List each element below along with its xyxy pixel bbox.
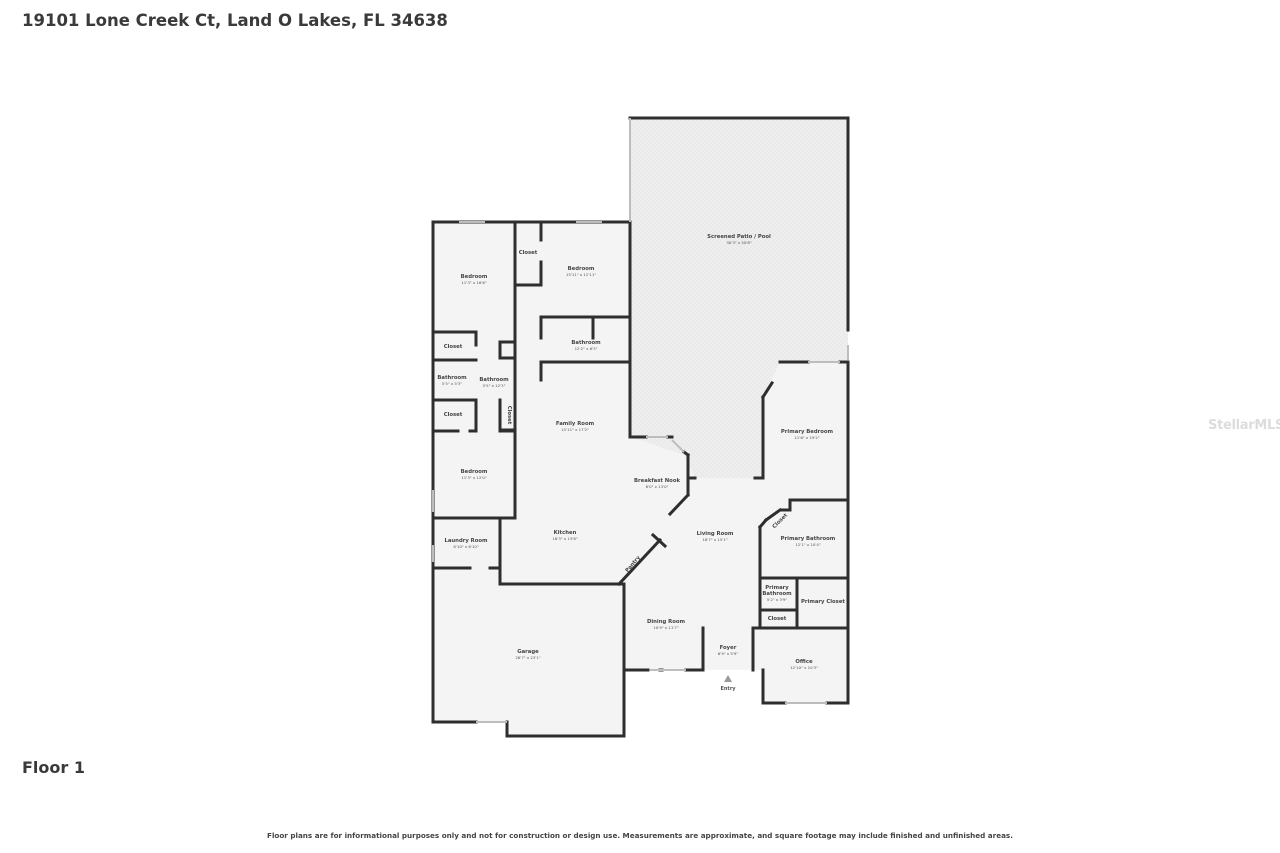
room-name: Garage — [517, 649, 539, 655]
room-dims: 10'9" x 11'7" — [653, 625, 679, 630]
wall — [763, 507, 783, 523]
room-closet-3: Closet — [444, 412, 463, 418]
window — [671, 439, 685, 453]
room-name: Bathroom — [762, 591, 792, 597]
room-name: Primary — [765, 585, 789, 591]
room-name: Office — [795, 659, 813, 665]
room-name: Bathroom — [571, 340, 601, 346]
room-dims: 11'3" x 12'0" — [461, 475, 487, 480]
room-dims: 16'3" x 13'6" — [552, 536, 578, 541]
floor-fill — [433, 118, 848, 736]
room-name: Kitchen — [554, 530, 577, 536]
wall — [616, 537, 663, 587]
room-name: Bathroom — [437, 375, 467, 381]
room-name: Primary Bathroom — [781, 536, 836, 542]
room-closet-4: Closet — [506, 406, 512, 425]
room-name: Foyer — [720, 645, 737, 651]
house-floor — [433, 222, 848, 736]
room-dims: 26'7" x 23'1" — [515, 655, 541, 660]
room-name: Closet — [444, 344, 463, 350]
room-dims: 8'10" x 6'10" — [453, 544, 479, 549]
room-dims: 12'1" x 10'4" — [795, 542, 821, 547]
room-name: Closet — [506, 406, 512, 425]
disclaimer: Floor plans are for informational purpos… — [267, 831, 1013, 840]
room-name: Living Room — [697, 531, 734, 537]
entry-arrow-icon — [724, 675, 732, 682]
windows — [432, 118, 849, 723]
room-dims: 30'3" x 50'8" — [726, 240, 752, 245]
room-dims: 15'11" x 12'11" — [566, 272, 597, 277]
floor-label: Floor 1 — [22, 758, 85, 777]
walls — [431, 116, 850, 738]
room-primary-closet: Primary Closet — [801, 599, 845, 605]
room-dims: 5'5" x 5'3" — [442, 381, 463, 386]
room-name: Closet — [519, 250, 538, 256]
room-dims: 5'2" x 3'9" — [767, 597, 788, 602]
room-name: Bedroom — [461, 274, 488, 280]
room-name: Family Room — [556, 421, 595, 427]
room-name: Bedroom — [461, 469, 488, 475]
property-address: 19101 Lone Creek Ct, Land O Lakes, FL 34… — [22, 11, 448, 30]
watermark-logo: StellarMLS — [1208, 418, 1280, 433]
wall — [760, 380, 775, 400]
room-dims: 12'2" x 6'3" — [575, 346, 598, 351]
room-dims: 11'6" x 19'2" — [794, 435, 820, 440]
room-name: Dining Room — [647, 619, 686, 625]
entry-label: Entry — [720, 686, 736, 692]
room-closet-1: Closet — [519, 250, 538, 256]
room-closet-6: Closet — [768, 616, 787, 622]
room-name: Closet — [444, 412, 463, 418]
room-dims: 18'7" x 15'1" — [702, 537, 728, 542]
room-name: Primary Bedroom — [781, 429, 834, 435]
wall — [667, 492, 691, 517]
room-dims: 12'10" x 10'3" — [790, 665, 818, 670]
room-dims: 15'11" x 17'2" — [561, 427, 589, 432]
room-name: Screened Patio / Pool — [707, 234, 771, 240]
room-name: Closet — [768, 616, 787, 622]
room-name: Breakfast Nook — [634, 478, 680, 484]
room-name: Laundry Room — [444, 538, 488, 544]
room-dims: 11'3" x 16'6" — [461, 280, 487, 285]
room-name: Primary Closet — [801, 599, 845, 605]
room-name: Bedroom — [568, 266, 595, 272]
room-dims: 5'5" x 12'3" — [483, 383, 506, 388]
room-dims: 8'0" x 13'0" — [646, 484, 669, 489]
room-dims: 6'9" x 5'9" — [718, 651, 739, 656]
room-closet-2: Closet — [444, 344, 463, 350]
wall — [650, 532, 668, 549]
room-name: Bathroom — [479, 377, 509, 383]
